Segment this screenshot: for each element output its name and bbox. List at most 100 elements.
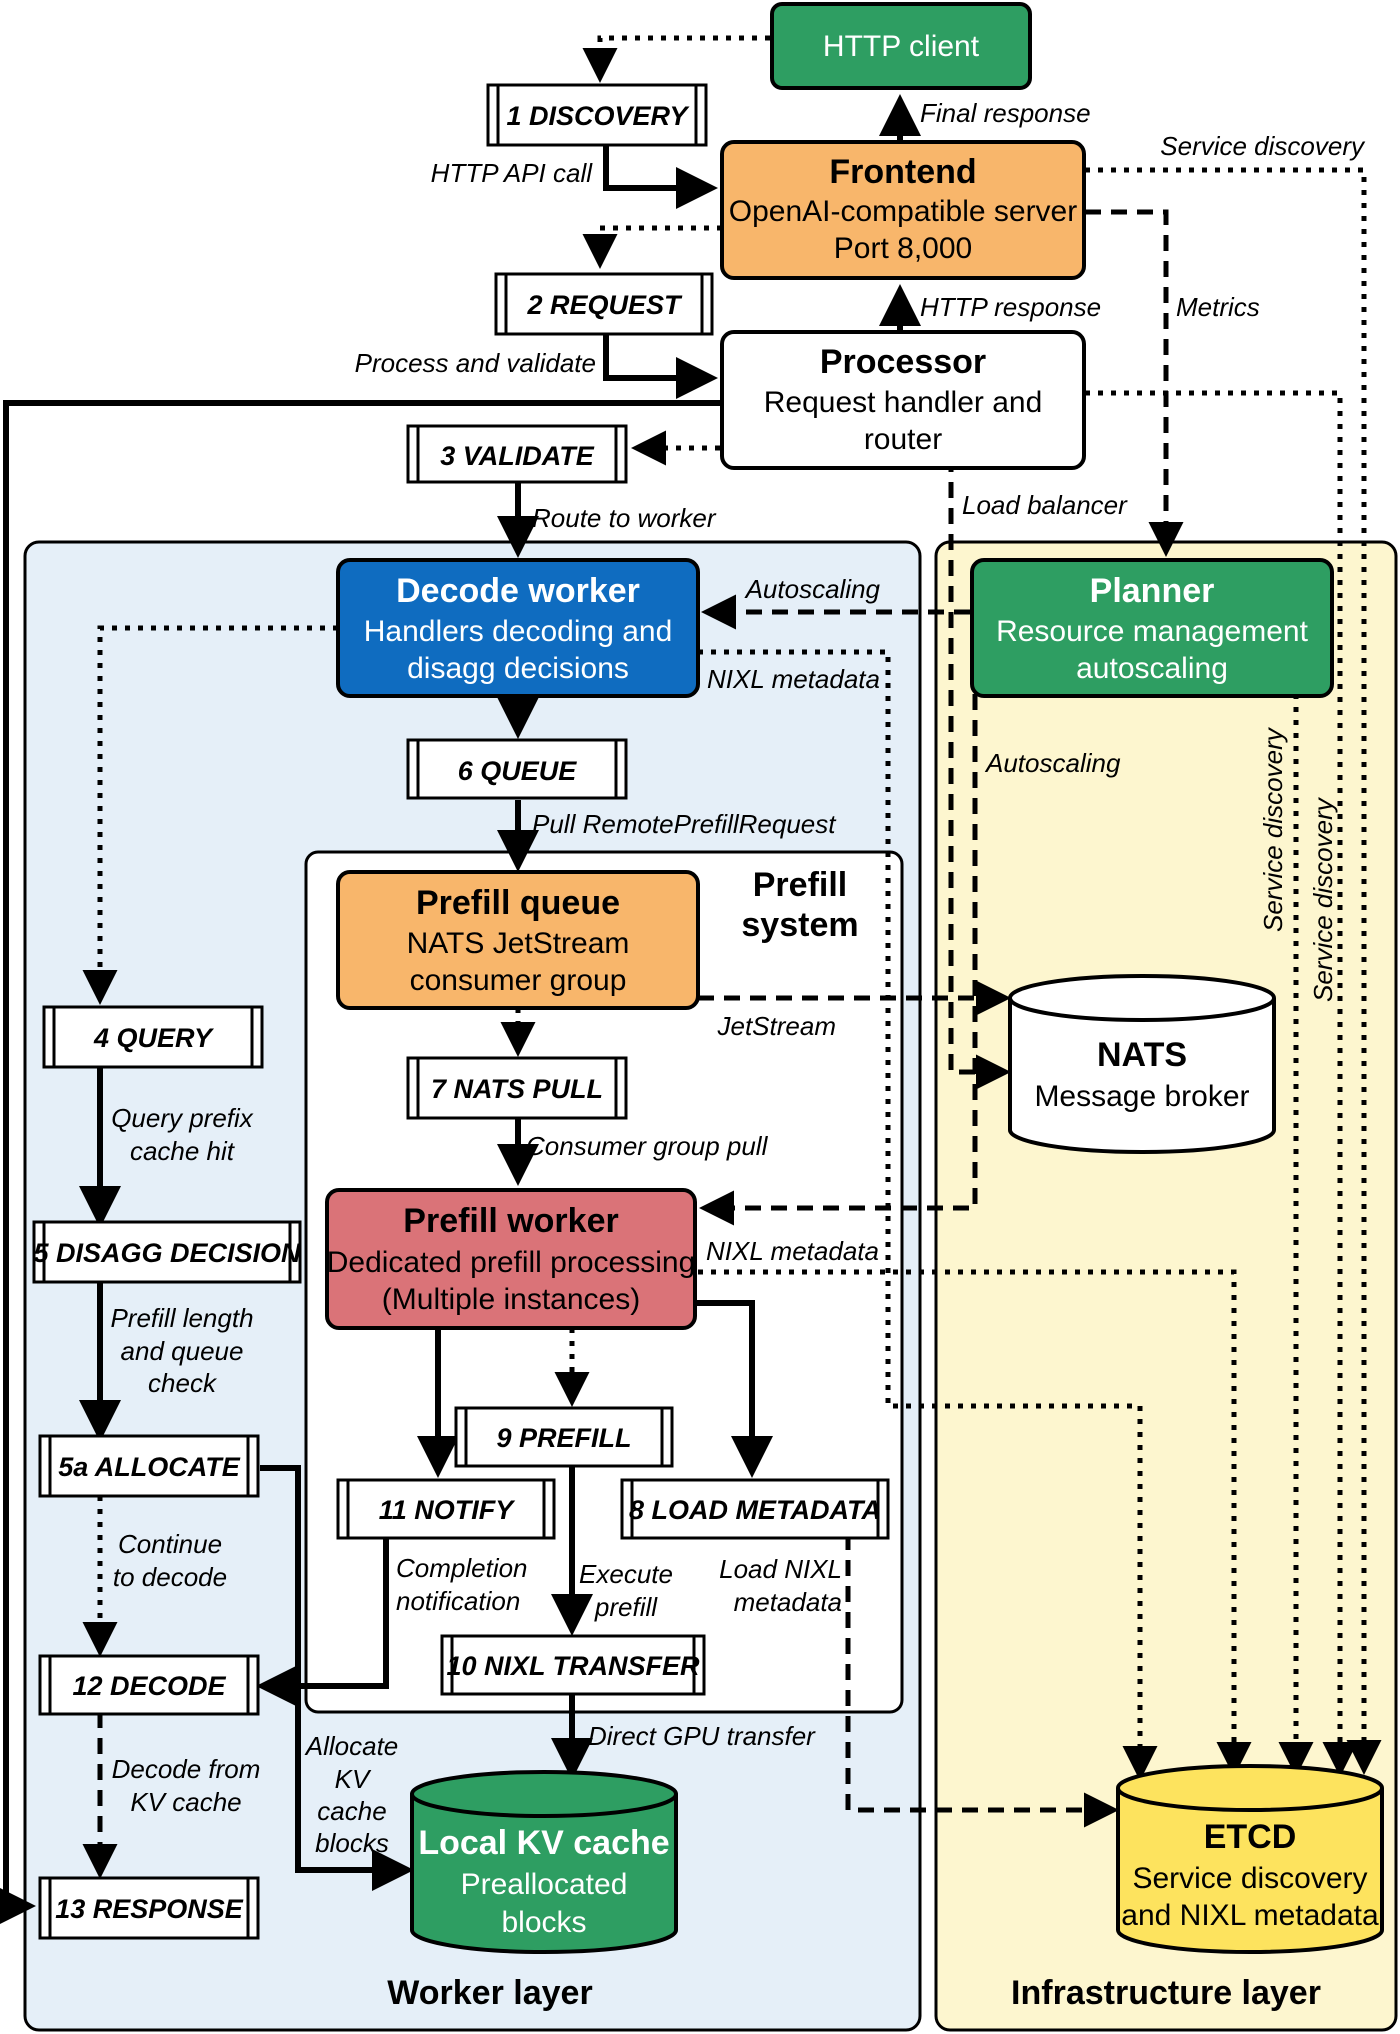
label-query-prefix-1: Query prefix [111,1103,254,1133]
label-decode-from-1: Decode from [112,1754,261,1784]
label-continue-1: Continue [118,1529,222,1559]
prefill-queue-line1: NATS JetStream [407,927,630,960]
label-allocate-3: cache [317,1796,386,1826]
step-6-queue: 6 QUEUE [406,738,628,800]
label-allocate-1: Allocate [304,1731,399,1761]
label-http-response: HTTP response [920,292,1101,322]
label-pull-remote: Pull RemotePrefillRequest [532,809,837,839]
label-final-response: Final response [920,98,1091,128]
edge-processor-to-nats [948,456,1011,1090]
etcd-line2: and NIXL metadata [1121,1899,1379,1932]
step-11-notify: 11 NOTIFY [336,1478,556,1540]
http-client-node: HTTP client [770,2,1032,90]
step-5-label: 5 DISAGG DECISION [33,1238,301,1268]
local-kv-cache-node: Local KV cache Preallocated blocks [410,1770,678,1954]
label-allocate-4: blocks [315,1828,389,1858]
label-http-api-call: HTTP API call [431,158,594,188]
label-allocate-2: KV [335,1764,372,1794]
label-nixl-metadata-1: NIXL metadata [707,664,880,694]
step-7-label: 7 NATS PULL [431,1074,603,1104]
step-1-discovery: 1 DISCOVERY [486,83,708,147]
prefill-worker-node: Prefill worker Dedicated prefill process… [325,1188,697,1330]
step-5-disagg-decision: 5 DISAGG DECISION [32,1220,302,1284]
label-continue-2: to decode [113,1562,227,1592]
label-autoscaling-1: Autoscaling [744,574,881,604]
edge-planner-to-prefillworker [699,694,978,1226]
edge-client-to-discovery [582,35,770,83]
label-consumer-group-pull: Consumer group pull [526,1131,769,1161]
label-load-nixl-1: Load NIXL [719,1554,842,1584]
planner-node: Planner Resource management autoscaling [970,558,1334,698]
prefill-worker-line2: (Multiple instances) [382,1283,640,1316]
processor-title: Processor [820,343,986,381]
step-9-label: 9 PREFILL [496,1423,631,1453]
edge-frontend-to-planner [1085,209,1184,557]
label-decode-from-2: KV cache [130,1787,241,1817]
edge-request-to-processor [603,335,718,399]
local-kv-line1: Preallocated [461,1868,628,1901]
edge-decode-to-query [82,625,338,1005]
label-completion-1: Completion [396,1553,528,1583]
frontend-line2: Port 8,000 [834,232,972,265]
local-kv-line2: blocks [501,1906,586,1939]
step-9-prefill: 9 PREFILL [454,1406,674,1468]
decode-worker-node: Decode worker Handlers decoding and disa… [336,558,700,698]
step-8-load-metadata: 8 LOAD METADATA [620,1478,890,1540]
label-execute-1: Execute [579,1559,673,1589]
step-1-label: 1 DISCOVERY [506,101,690,131]
decode-worker-title: Decode worker [396,572,640,610]
step-5a-allocate: 5a ALLOCATE [38,1434,260,1498]
label-service-discovery-top: Service discovery [1160,131,1366,161]
label-route-to-worker: Route to worker [532,503,717,533]
nats-title: NATS [1097,1036,1187,1074]
etcd-line1: Service discovery [1132,1862,1367,1895]
label-process-validate: Process and validate [355,348,596,378]
label-execute-2: prefill [594,1592,658,1622]
http-client-title: HTTP client [823,30,980,63]
label-nixl-metadata-2: NIXL metadata [706,1236,879,1266]
label-autoscaling-2: Autoscaling [984,748,1121,778]
label-metrics: Metrics [1176,292,1260,322]
step-3-validate: 3 VALIDATE [406,424,628,484]
decode-worker-line1: Handlers decoding and [364,615,673,648]
prefill-worker-line1: Dedicated prefill processing [327,1246,696,1279]
step-3-label: 3 VALIDATE [440,441,595,471]
processor-line2: router [864,423,942,456]
infrastructure-layer-label: Infrastructure layer [1011,1974,1321,2012]
planner-line2: autoscaling [1076,652,1228,685]
step-13-label: 13 RESPONSE [55,1894,244,1924]
label-service-discovery-v1: Service discovery [1258,726,1288,932]
step-4-label: 4 QUERY [93,1023,215,1053]
nats-line1: Message broker [1034,1080,1249,1113]
label-completion-2: notification [396,1586,520,1616]
planner-title: Planner [1090,572,1215,610]
step-2-label: 2 REQUEST [526,290,683,320]
step-2-request: 2 REQUEST [494,272,714,336]
step-6-label: 6 QUEUE [458,756,578,786]
nats-node: NATS Message broker [1008,974,1276,1154]
label-prefill-length-1: Prefill length [110,1303,253,1333]
step-12-label: 12 DECODE [72,1671,226,1701]
label-jetstream: JetStream [717,1011,837,1041]
processor-node: Processor Request handler and router [720,330,1086,470]
etcd-title: ETCD [1204,1818,1297,1856]
label-load-nixl-2: metadata [734,1587,842,1617]
label-prefill-length-3: check [148,1368,218,1398]
edge-allocate-to-localkv [260,1465,414,1891]
prefill-system-label-1: Prefill [753,866,847,904]
step-11-label: 11 NOTIFY [379,1495,517,1525]
prefill-queue-title: Prefill queue [416,884,620,922]
edge-processor-to-etcd [1085,390,1358,1777]
worker-layer-label: Worker layer [387,1974,592,2012]
step-7-nats-pull: 7 NATS PULL [406,1056,628,1120]
step-10-nixl-transfer: 10 NIXL TRANSFER [440,1634,706,1696]
edge-prefillworker-to-loadmeta [696,1300,773,1478]
step-4-query: 4 QUERY [42,1005,264,1069]
step-13-response: 13 RESPONSE [38,1876,260,1940]
edge-frontend-to-etcd [1085,167,1382,1775]
prefill-worker-title: Prefill worker [403,1202,618,1240]
frontend-line1: OpenAI-compatible server [729,195,1078,228]
etcd-node: ETCD Service discovery and NIXL metadata [1116,1764,1384,1954]
step-8-label: 8 LOAD METADATA [629,1495,881,1525]
